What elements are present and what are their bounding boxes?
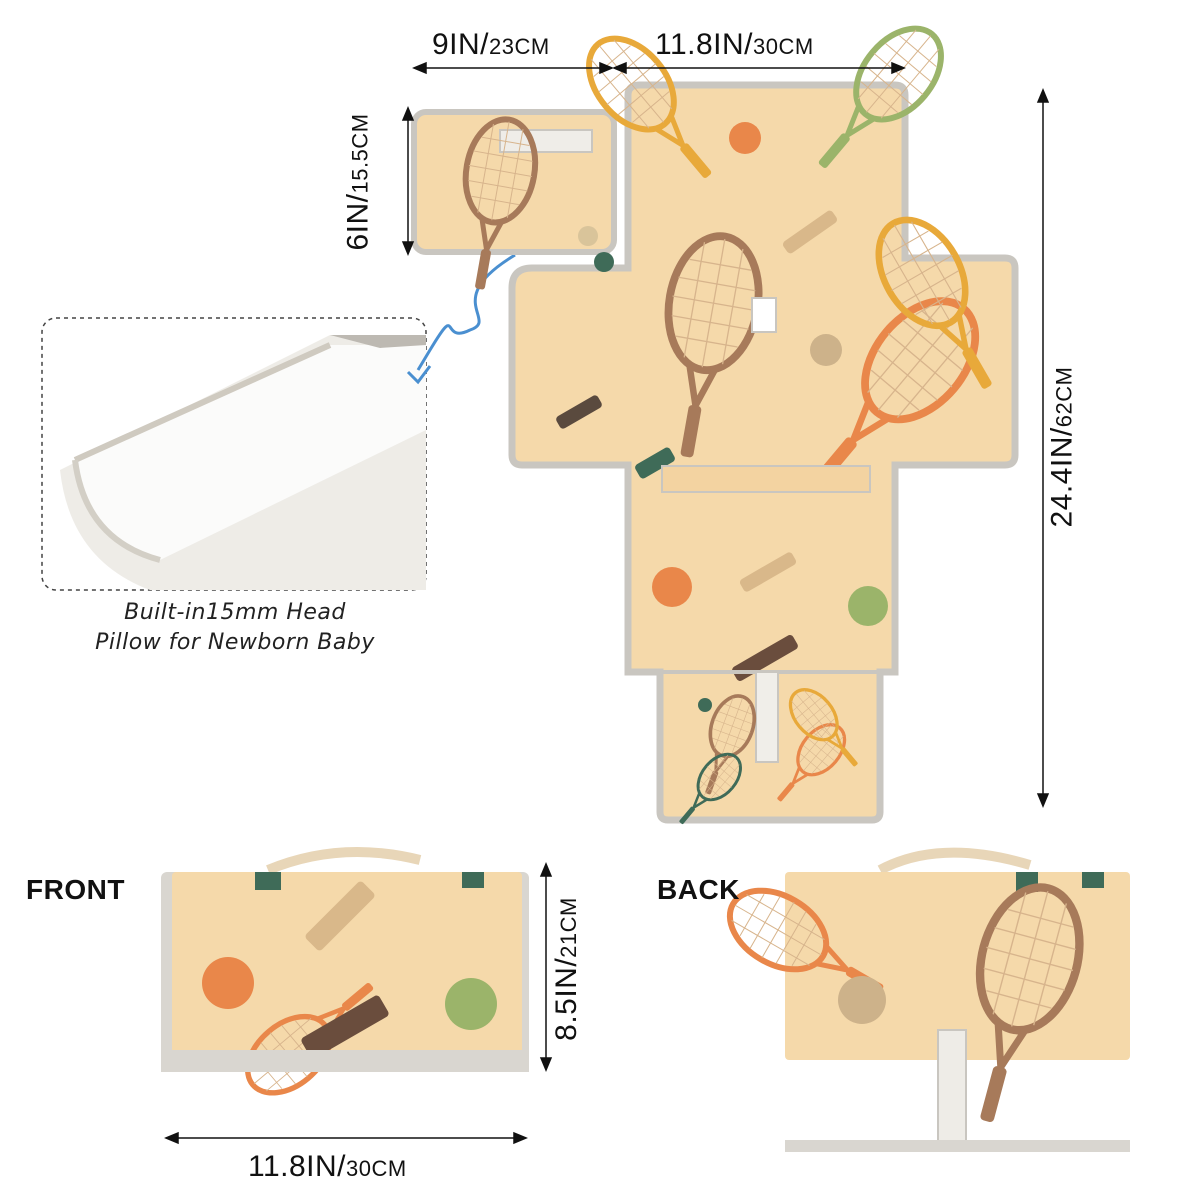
caption-line-2: Pillow for Newborn Baby <box>95 630 375 655</box>
pillow-height-small: 15.5CM <box>347 113 373 194</box>
front-folded-mat <box>172 872 522 1060</box>
folded-height-small: 21CM <box>555 897 581 958</box>
pillow-height-label: 6IN/15.5CM <box>342 113 376 250</box>
mat-bottom-strap <box>755 671 779 763</box>
pillow-strap <box>499 129 593 153</box>
pillow-width-small: 23CM <box>489 34 550 59</box>
folded-width-label: 11.8IN/30CM <box>248 1150 407 1184</box>
mat-width-main: 11.8IN/ <box>655 28 753 61</box>
mat-length-small: 62CM <box>1051 366 1077 428</box>
pillow-height-main: 6IN/ <box>341 193 375 251</box>
mat-length-label: 24.4IN/62CM <box>1045 367 1079 528</box>
changing-mat-unfolded <box>508 81 1019 824</box>
pillow-width-label: 9IN/23CM <box>432 28 550 62</box>
caption-line-1: Built-in15mm Head <box>124 600 346 625</box>
pillow-closeup <box>60 335 426 590</box>
pointer-arrow <box>416 253 516 371</box>
pillow-caption: Built-in15mm Head Pillow for Newborn Bab… <box>40 598 430 658</box>
front-label: FRONT <box>26 874 125 905</box>
dimension-lines <box>164 61 1050 1145</box>
mat-length-main: 24.4IN/ <box>1045 427 1079 528</box>
mat-width-label: 11.8IN/30CM <box>655 28 814 62</box>
folded-height-label: 8.5IN/21CM <box>550 897 584 1041</box>
mat-tab-top <box>751 297 777 333</box>
pillow-width-main: 9IN/ <box>432 28 490 61</box>
back-tab <box>937 1029 967 1143</box>
front-handle <box>266 847 422 875</box>
back-handle <box>877 847 1032 875</box>
folded-width-small: 30CM <box>346 1156 407 1181</box>
folded-height-main: 8.5IN/ <box>549 957 583 1041</box>
mat-strap <box>661 465 871 493</box>
folded-width-main: 11.8IN/ <box>248 1150 346 1183</box>
mat-width-small: 30CM <box>753 34 814 59</box>
back-label: BACK <box>657 874 740 905</box>
